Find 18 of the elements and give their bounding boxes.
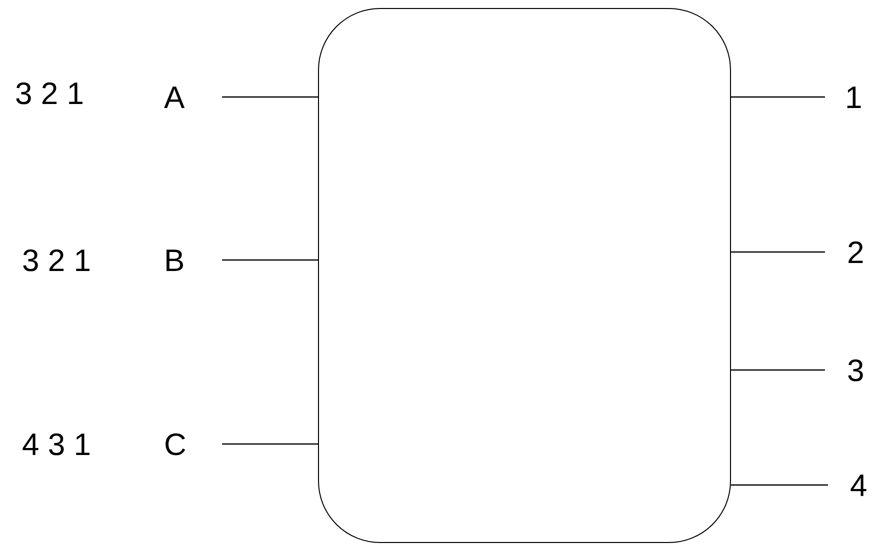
pin-line <box>731 251 825 253</box>
pin-label: 4 <box>850 470 868 500</box>
pin-line <box>731 369 825 371</box>
pin-numbers: 4 3 1 <box>22 429 91 460</box>
pin-label: 2 <box>847 236 864 268</box>
pin-line <box>731 484 828 486</box>
pin-label: B <box>164 244 185 276</box>
pin-label: 1 <box>845 82 862 112</box>
pin-line <box>222 259 318 261</box>
pin-line <box>731 96 825 98</box>
pin-line <box>222 443 318 445</box>
pin-line <box>222 96 318 98</box>
block-outline <box>318 8 731 543</box>
pin-numbers: 3 2 1 <box>15 78 84 109</box>
pin-label: A <box>164 82 185 112</box>
pin-numbers: 3 2 1 <box>22 245 91 276</box>
pin-label: 3 <box>847 354 864 386</box>
pin-label: C <box>164 428 186 460</box>
